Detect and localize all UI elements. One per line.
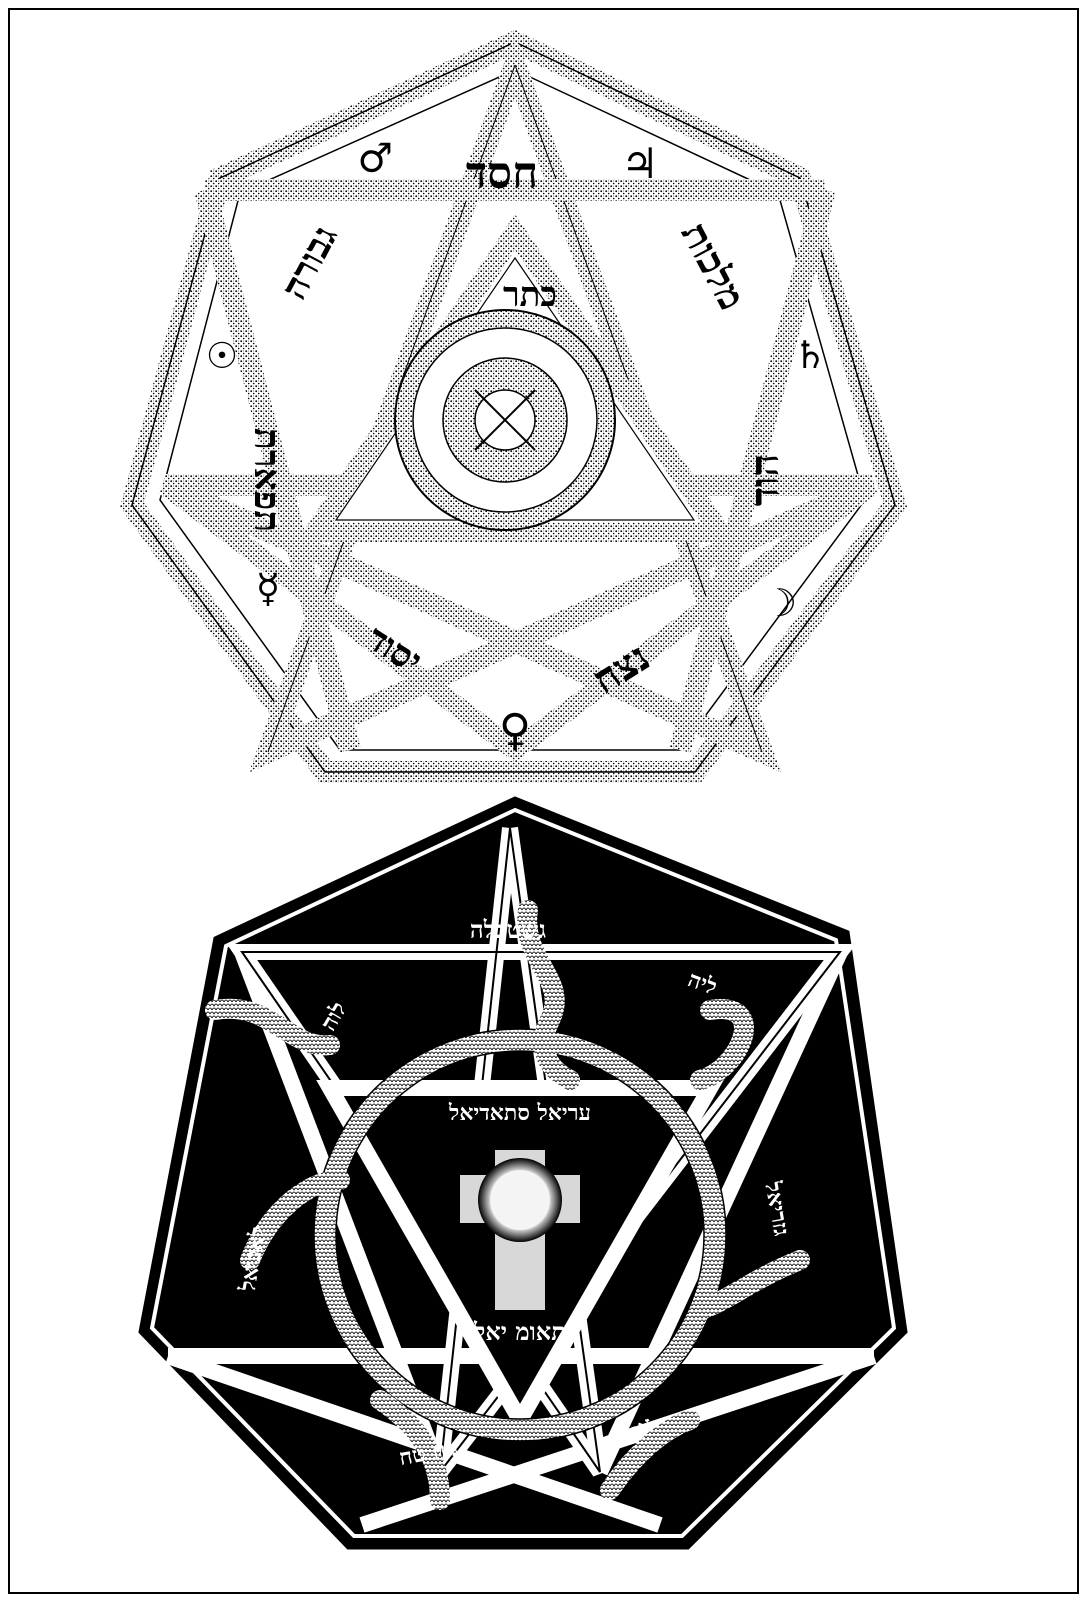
top-segment-label: מלכות xyxy=(673,215,756,317)
bottom-sigil: גשטכלה עריאל סתאדיאל תאומ יאל ליה לוה גז… xyxy=(140,798,906,1548)
bottom-triangle-label: עריאל סתאדיאל xyxy=(448,1100,591,1126)
top-sigil: כתר חסד מלכות הוד נצח תפארת יסוד גבורה ♃… xyxy=(132,42,895,772)
bottom-center-label: תאומ יאל xyxy=(473,1317,566,1346)
top-segment-label: חסד xyxy=(466,148,538,199)
top-segment-label: תפארת xyxy=(246,428,288,532)
top-segment-label: הוד xyxy=(741,454,788,506)
page-frame: כתר חסד מלכות הוד נצח תפארת יסוד גבורה ♃… xyxy=(8,8,1079,1594)
moon-icon: ☽ xyxy=(763,581,797,625)
saturn-icon: ♄ xyxy=(793,333,827,377)
top-center-label: כתר xyxy=(503,275,557,315)
mars-icon: ♂ xyxy=(357,136,393,182)
mercury-icon: ☿ xyxy=(256,566,281,612)
jupiter-icon: ♃ xyxy=(621,139,659,188)
venus-icon: ♀ xyxy=(499,705,531,756)
top-segment-label: גבורה xyxy=(273,219,346,307)
bottom-top-label: גשטכלה xyxy=(470,915,546,944)
illustrations: כתר חסד מלכות הוד נצח תפארת יסוד גבורה ♃… xyxy=(10,10,1081,1596)
sun-icon: ☉ xyxy=(206,336,238,377)
